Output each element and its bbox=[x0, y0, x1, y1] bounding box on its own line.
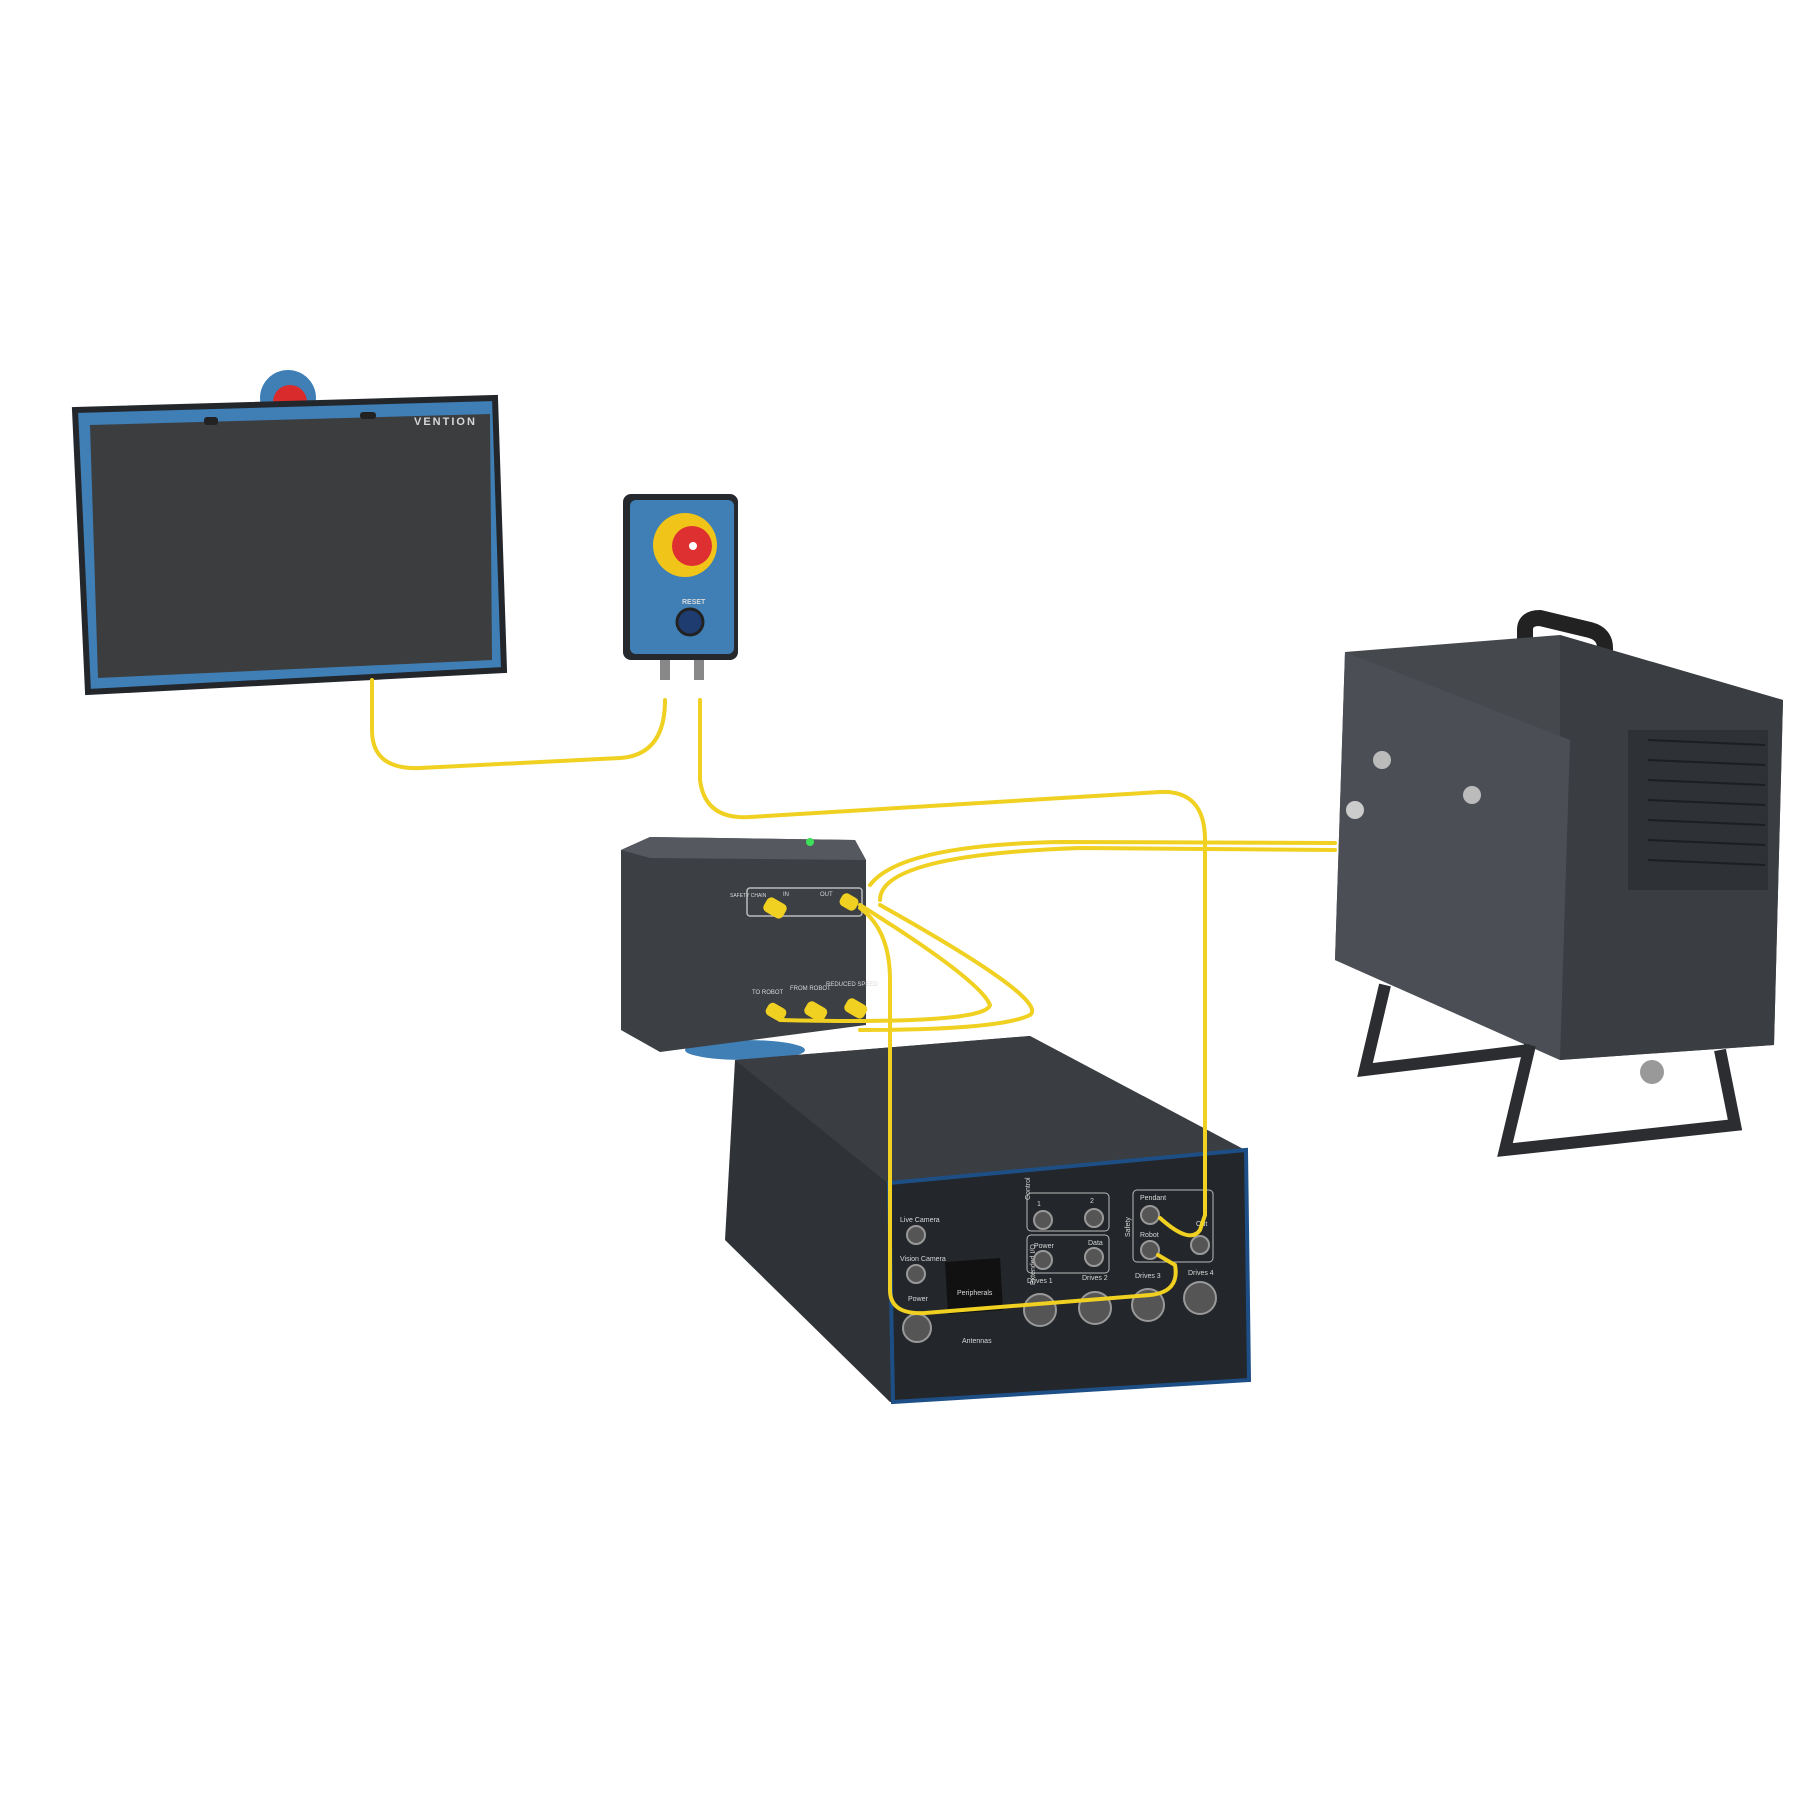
port-drives-1[interactable] bbox=[1023, 1293, 1057, 1327]
power-cabinet bbox=[1335, 609, 1783, 1157]
estop-box: RESET bbox=[623, 494, 738, 680]
cabinet-lock-icon bbox=[1346, 801, 1364, 819]
control-group bbox=[1026, 1192, 1110, 1232]
estop-center-icon bbox=[689, 542, 697, 550]
drives-4-label: Drives 4 bbox=[1188, 1270, 1214, 1277]
port-eio-data[interactable] bbox=[1084, 1247, 1104, 1267]
reset-button[interactable] bbox=[675, 607, 705, 637]
cabinet-screw bbox=[1463, 786, 1481, 804]
status-led bbox=[806, 838, 814, 846]
reset-label: RESET bbox=[682, 599, 706, 606]
safety-module: SAFETY CHAIN IN OUT TO ROBOT FROM ROBOT … bbox=[621, 837, 878, 1060]
cable-cabinet-2 bbox=[858, 845, 1337, 1032]
cable-safety-controller bbox=[858, 906, 1178, 1316]
live-camera-label: Live Camera bbox=[900, 1217, 940, 1224]
antennas-label: Antennas bbox=[962, 1338, 992, 1345]
safety-label: Safety bbox=[1125, 1217, 1132, 1237]
reduced-speed-label: REDUCED SPEED bbox=[826, 982, 878, 988]
control-2-label: 2 bbox=[1090, 1198, 1094, 1205]
in-label: IN bbox=[783, 892, 789, 898]
port-power[interactable] bbox=[902, 1313, 932, 1343]
cabinet-screw bbox=[1373, 751, 1391, 769]
port-robot[interactable] bbox=[1140, 1240, 1160, 1260]
pendant-brand: VENTION bbox=[414, 416, 477, 428]
port-safety-out[interactable] bbox=[838, 891, 861, 912]
drives-2-label: Drives 2 bbox=[1082, 1275, 1108, 1282]
port-control-1[interactable] bbox=[1033, 1210, 1053, 1230]
robot-label: Robot bbox=[1140, 1232, 1159, 1239]
drives-1-label: Drives 1 bbox=[1027, 1278, 1053, 1285]
port-vision-camera[interactable] bbox=[906, 1264, 926, 1284]
safety-chain-box bbox=[746, 887, 863, 917]
cabinet-stand bbox=[1357, 983, 1531, 1077]
from-robot-label: FROM ROBOT bbox=[790, 986, 831, 992]
cable-cabinet-1 bbox=[868, 839, 1337, 887]
connector-icon bbox=[694, 660, 704, 680]
port-from-robot[interactable] bbox=[802, 999, 829, 1023]
port-pendant[interactable] bbox=[1140, 1205, 1160, 1225]
to-robot-label: TO ROBOT bbox=[752, 990, 784, 996]
extended-io-label: Extended I/O bbox=[1030, 1244, 1037, 1285]
safety-chain-label: SAFETY CHAIN bbox=[730, 893, 767, 899]
eio-power-label: Power bbox=[1034, 1243, 1055, 1250]
port-drives-4[interactable] bbox=[1183, 1281, 1217, 1315]
cabinet-handle bbox=[1517, 609, 1613, 690]
extended-io-group bbox=[1026, 1234, 1110, 1274]
port-out[interactable] bbox=[1190, 1235, 1210, 1255]
cables bbox=[370, 678, 1337, 1316]
port-reduced-speed[interactable] bbox=[842, 996, 869, 1020]
cable-pendant-port bbox=[1158, 1213, 1207, 1238]
cable-estop-controller bbox=[698, 698, 1207, 1217]
control-label: Control bbox=[1025, 1177, 1032, 1200]
out-label: OUT bbox=[820, 892, 833, 898]
cable-safety-loop bbox=[778, 903, 993, 1023]
port-to-robot[interactable] bbox=[764, 1001, 788, 1023]
teach-pendant: VENTION bbox=[71, 370, 508, 696]
connector-icon bbox=[660, 660, 670, 680]
control-1-label: 1 bbox=[1037, 1201, 1041, 1208]
cabinet-vent bbox=[1628, 730, 1768, 890]
vision-camera-label: Vision Camera bbox=[900, 1256, 946, 1263]
pendant-screen bbox=[90, 414, 492, 678]
cabinet-connector-icon bbox=[1640, 1060, 1664, 1084]
drives-3-label: Drives 3 bbox=[1135, 1273, 1161, 1280]
eio-data-label: Data bbox=[1088, 1240, 1103, 1247]
peripherals-cover bbox=[945, 1258, 1003, 1314]
power-label: Power bbox=[908, 1296, 929, 1303]
peripherals-label: Peripherals bbox=[957, 1290, 993, 1297]
camera-icon bbox=[204, 417, 218, 425]
controller: Live Camera Vision Camera Power Peripher… bbox=[725, 1036, 1252, 1405]
port-safety-in[interactable] bbox=[761, 896, 788, 921]
cable-pendant-estop bbox=[370, 678, 667, 771]
port-control-2[interactable] bbox=[1084, 1208, 1104, 1228]
cabinet-stand bbox=[1497, 1043, 1743, 1157]
pendant-label: Pendant bbox=[1140, 1195, 1166, 1202]
port-live-camera[interactable] bbox=[906, 1225, 926, 1245]
port-eio-power[interactable] bbox=[1033, 1250, 1053, 1270]
sensor-icon bbox=[360, 412, 376, 419]
